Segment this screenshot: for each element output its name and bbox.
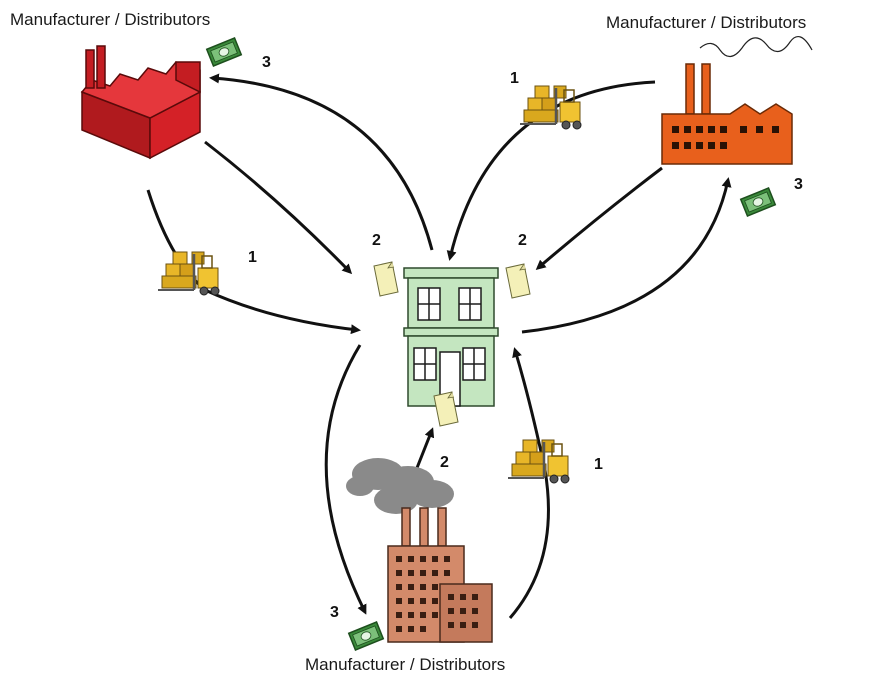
document-icon (373, 261, 399, 297)
step-number-goods: 1 (248, 249, 257, 266)
factory-icon-brown (387, 507, 493, 643)
node-label-top-right: Manufacturer / Distributors (606, 13, 807, 32)
arrow-tr-to-store (535, 166, 663, 270)
step-number-document: 2 (372, 232, 381, 249)
cash-icon (205, 37, 243, 67)
step-number-payment: 3 (794, 176, 803, 193)
factory-icon-red (80, 45, 201, 160)
step-number-goods: 1 (594, 456, 603, 473)
cash-icon (739, 187, 777, 217)
arrow-store-to-tr-payment (521, 177, 732, 334)
store-building-icon (403, 267, 499, 407)
arrow-tl-to-store (204, 140, 353, 275)
step-number-payment: 3 (330, 604, 339, 621)
step-number-payment: 3 (262, 54, 271, 71)
step-number-document: 2 (440, 454, 449, 471)
node-label-bottom: Manufacturer / Distributors (305, 655, 506, 674)
arrow-store-to-bottom-payment (324, 344, 367, 615)
smoke-line (699, 35, 813, 58)
smoke-icon (346, 458, 454, 514)
arrow-tr-goods (446, 80, 656, 261)
forklift-pallet-icon (156, 250, 221, 297)
document-icon (505, 263, 531, 299)
node-label-top-left: Manufacturer / Distributors (10, 10, 211, 29)
step-number-goods: 1 (510, 70, 519, 87)
step-number-document: 2 (518, 232, 527, 249)
cash-icon (347, 621, 385, 651)
arrow-bottom-goods (508, 347, 550, 619)
arrow-store-to-tl-payment (209, 73, 434, 251)
factory-icon-orange (661, 63, 793, 165)
